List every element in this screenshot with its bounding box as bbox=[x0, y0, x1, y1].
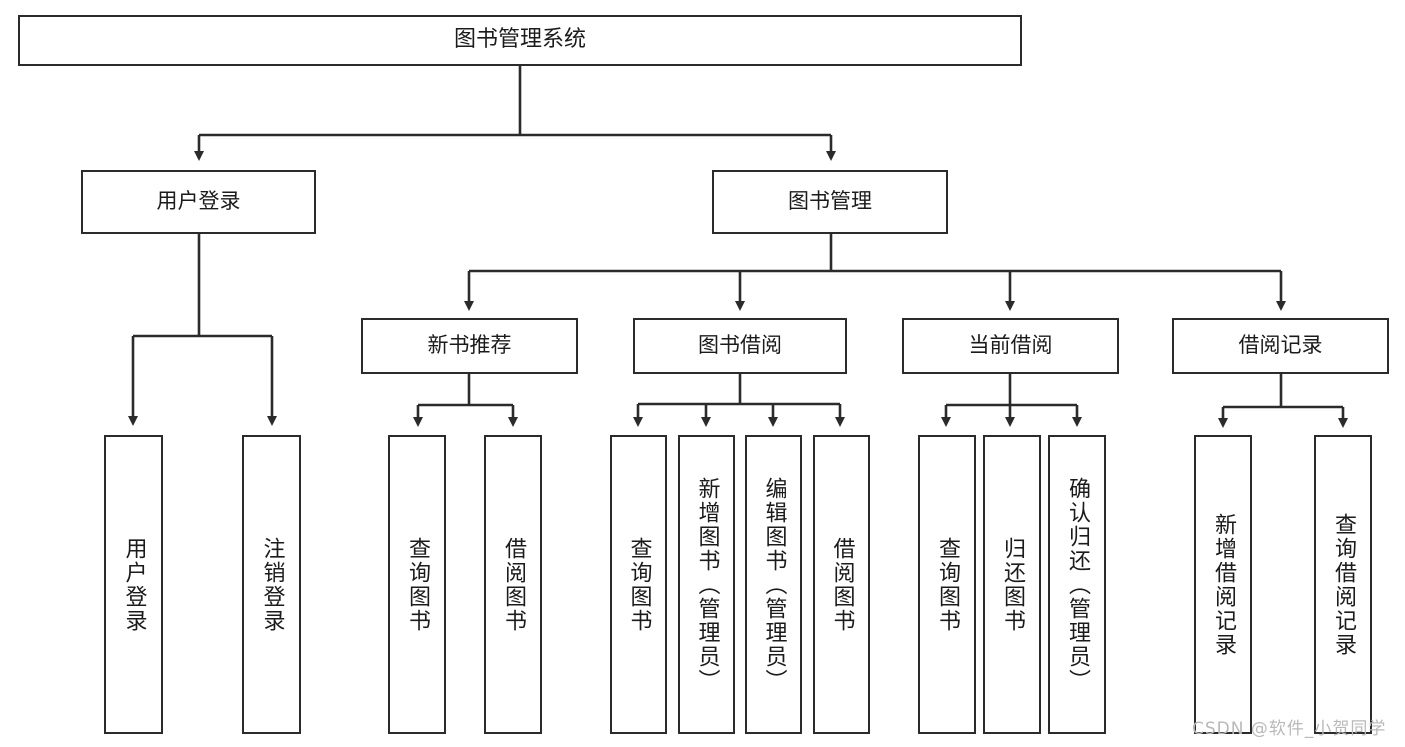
leaf-edit-book-label: 编辑图书（管理员） bbox=[761, 476, 787, 693]
node-root[interactable]: 图书管理系统 bbox=[18, 15, 1022, 66]
node-new-book-recommend[interactable]: 新书推荐 bbox=[361, 318, 578, 374]
leaf-return-book-label: 归还图书 bbox=[1000, 536, 1025, 633]
leaf-add-record[interactable]: 新增借阅记录 bbox=[1194, 435, 1252, 734]
leaf-return-book[interactable]: 归还图书 bbox=[983, 435, 1041, 734]
leaf-confirm-return[interactable]: 确认归还（管理员） bbox=[1048, 435, 1106, 734]
leaf-borrow-book-1-label: 借阅图书 bbox=[501, 536, 526, 633]
leaf-query-book-1[interactable]: 查询图书 bbox=[388, 435, 446, 734]
leaf-query-record[interactable]: 查询借阅记录 bbox=[1314, 435, 1372, 734]
leaf-query-book-3[interactable]: 查询图书 bbox=[918, 435, 976, 734]
leaf-confirm-return-label: 确认归还（管理员） bbox=[1065, 476, 1090, 693]
leaf-add-record-label: 新增借阅记录 bbox=[1211, 512, 1236, 657]
node-book-borrow[interactable]: 图书借阅 bbox=[633, 318, 847, 374]
leaf-logout[interactable]: 注销登录 bbox=[242, 435, 301, 734]
node-current-borrow-label: 当前借阅 bbox=[968, 333, 1053, 358]
node-root-label: 图书管理系统 bbox=[453, 27, 586, 53]
leaf-borrow-book-2[interactable]: 借阅图书 bbox=[813, 435, 870, 734]
leaf-edit-book[interactable]: 编辑图书（管理员） bbox=[745, 435, 802, 734]
leaf-query-book-3-label: 查询图书 bbox=[935, 536, 960, 633]
leaf-query-book-2-label: 查询图书 bbox=[626, 536, 652, 633]
leaf-query-record-label: 查询借阅记录 bbox=[1331, 512, 1356, 657]
leaf-query-book-2[interactable]: 查询图书 bbox=[610, 435, 667, 734]
node-new-book-recommend-label: 新书推荐 bbox=[427, 333, 512, 358]
leaf-query-book-1-label: 查询图书 bbox=[405, 536, 430, 633]
leaf-user-login-label: 用户登录 bbox=[121, 536, 147, 633]
node-current-borrow[interactable]: 当前借阅 bbox=[902, 318, 1119, 374]
leaf-add-book-label: 新增图书（管理员） bbox=[694, 476, 720, 693]
leaf-logout-label: 注销登录 bbox=[259, 536, 285, 633]
leaf-user-login[interactable]: 用户登录 bbox=[104, 435, 163, 734]
node-user-login[interactable]: 用户登录 bbox=[81, 170, 316, 234]
watermark: CSDN @软件_小贺同学 bbox=[1192, 719, 1387, 739]
node-borrow-record-label: 借阅记录 bbox=[1238, 333, 1323, 358]
node-book-manage-label: 图书管理 bbox=[788, 189, 872, 214]
node-book-manage[interactable]: 图书管理 bbox=[712, 170, 948, 234]
node-borrow-record[interactable]: 借阅记录 bbox=[1172, 318, 1389, 374]
leaf-borrow-book-1[interactable]: 借阅图书 bbox=[484, 435, 542, 734]
leaf-add-book[interactable]: 新增图书（管理员） bbox=[678, 435, 735, 734]
node-book-borrow-label: 图书借阅 bbox=[698, 333, 782, 358]
leaf-borrow-book-2-label: 借阅图书 bbox=[829, 536, 855, 633]
node-user-login-label: 用户登录 bbox=[156, 189, 241, 214]
